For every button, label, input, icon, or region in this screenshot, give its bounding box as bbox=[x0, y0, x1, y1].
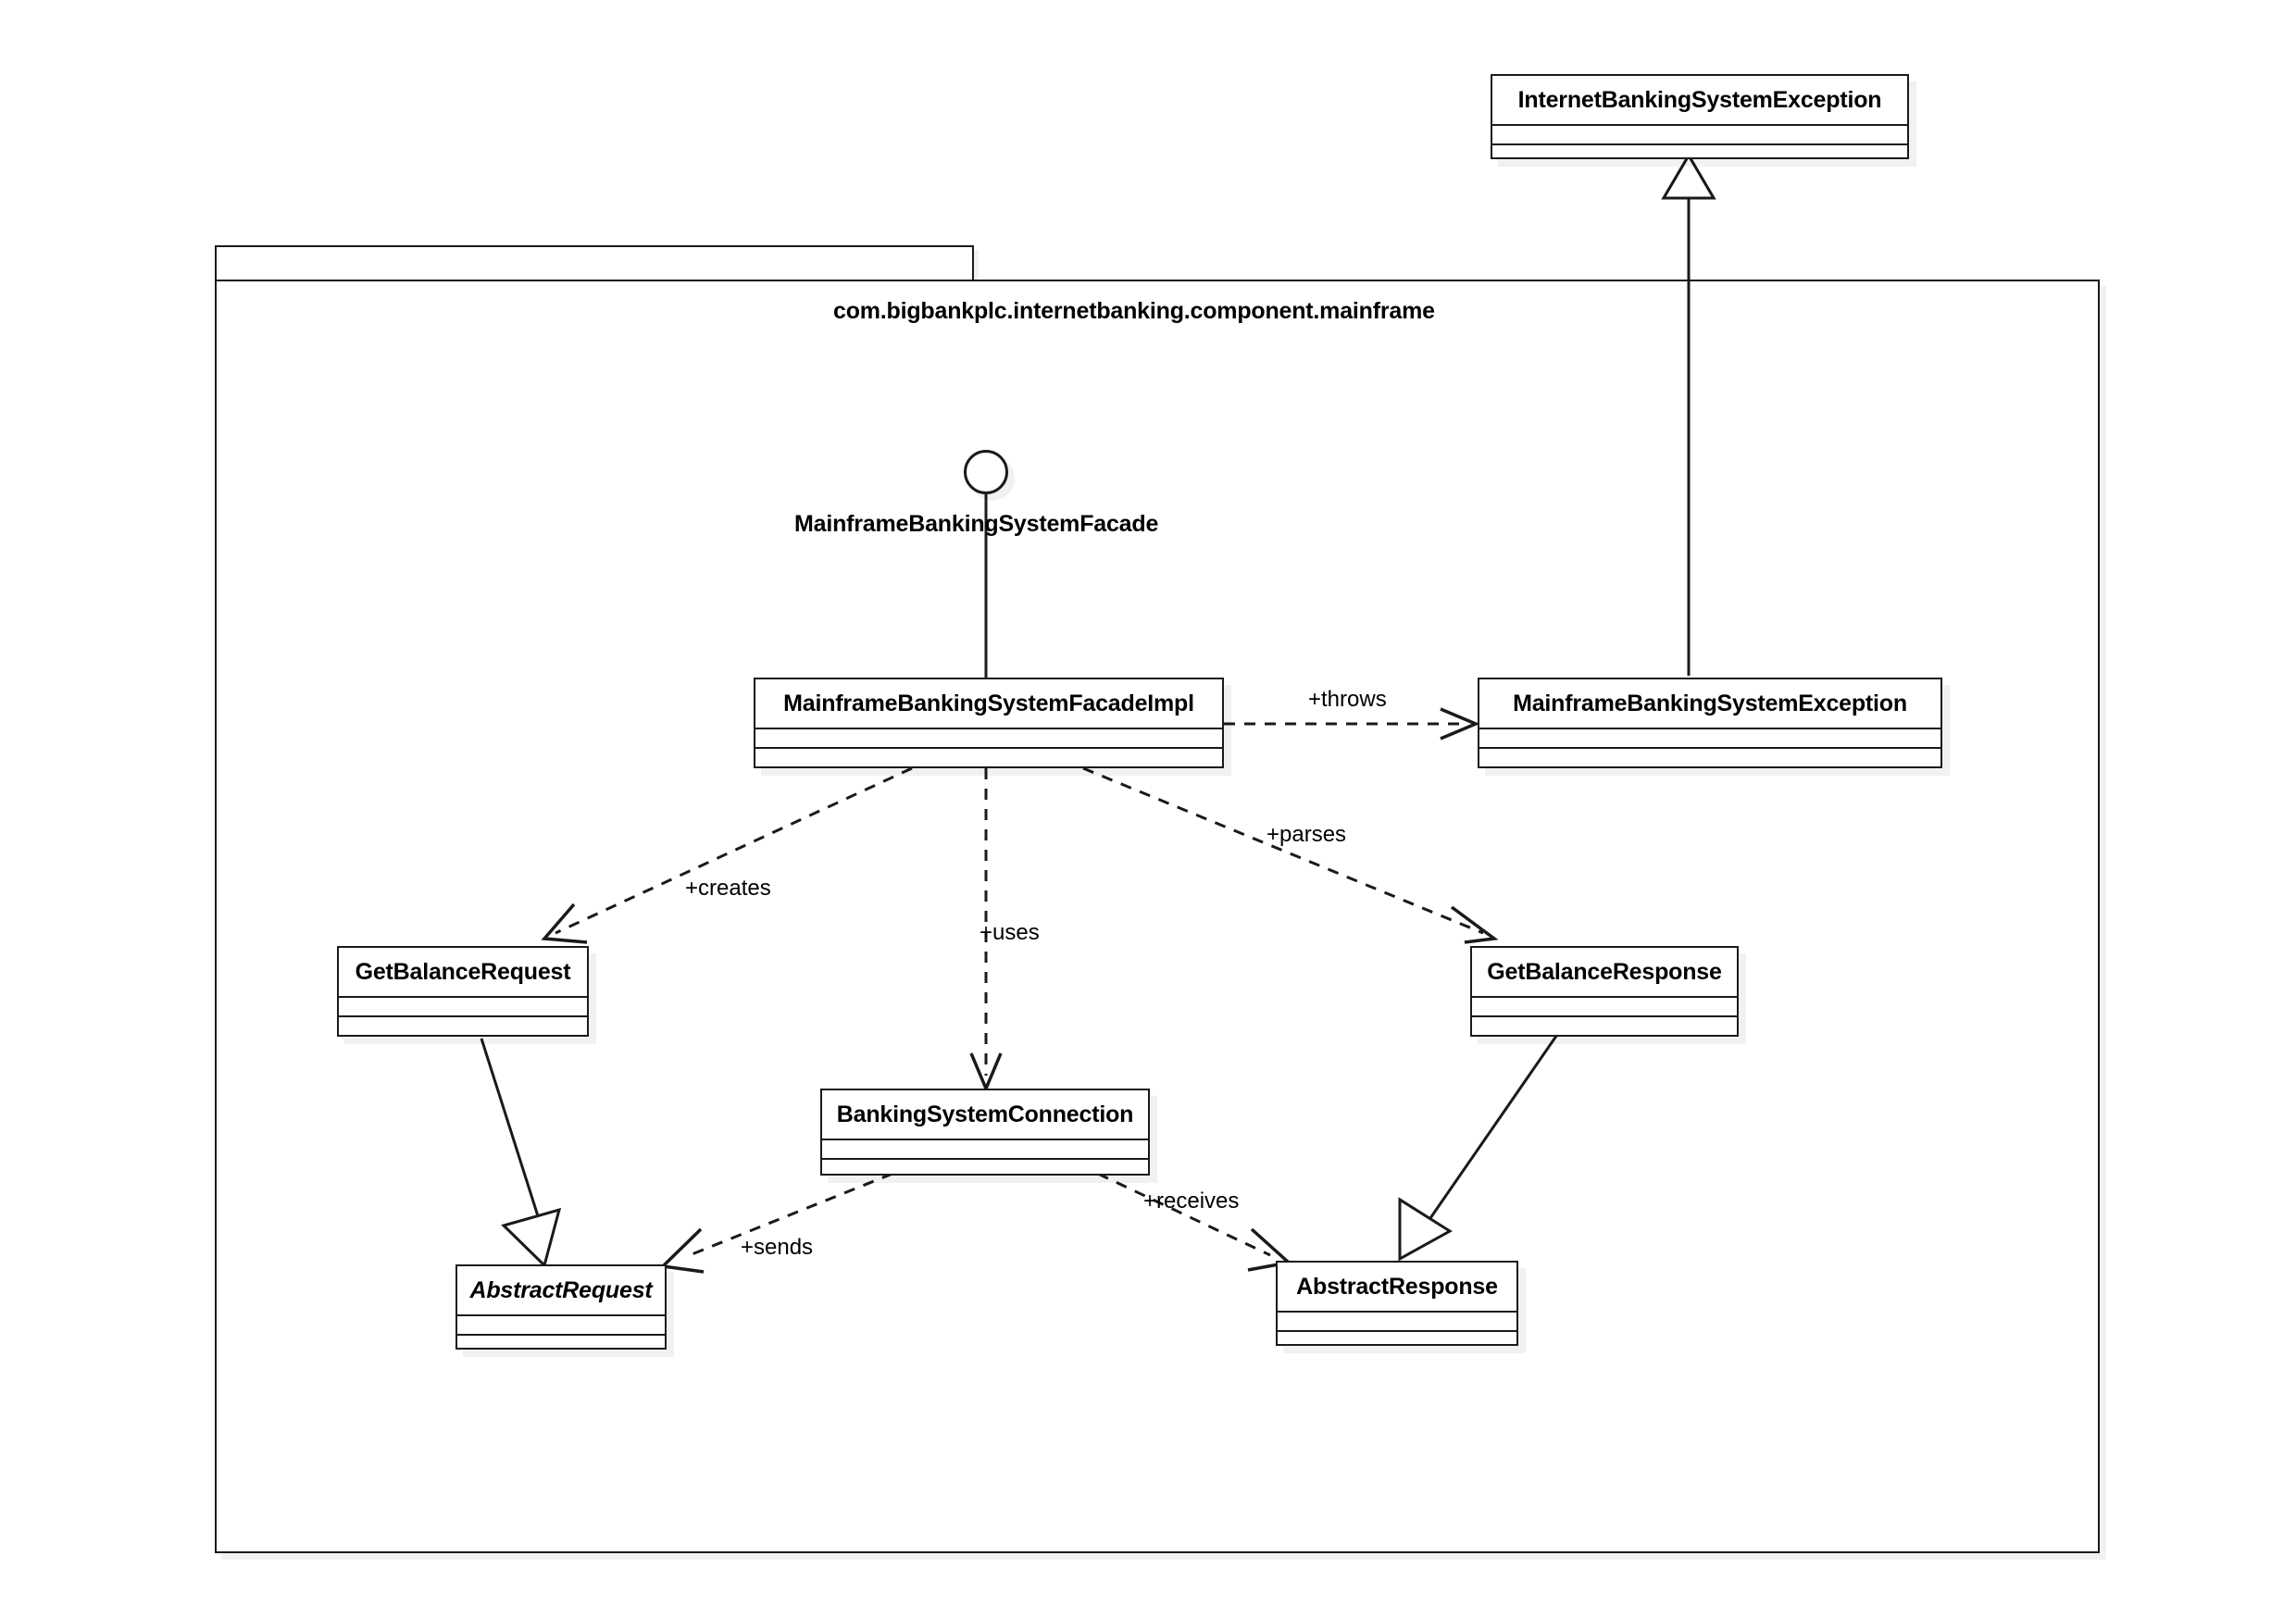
edge-label-sends: +sends bbox=[741, 1235, 814, 1260]
package-tab bbox=[215, 245, 974, 281]
interface-name-label: MainframeBankingSystemFacade bbox=[794, 511, 1159, 537]
class-name-compartment: MainframeBankingSystemFacadeImpl bbox=[755, 679, 1222, 729]
class-operations-compartment bbox=[1278, 1332, 1516, 1350]
class-get-balance-response[interactable]: GetBalanceResponse bbox=[1470, 946, 1739, 1037]
class-attributes-compartment bbox=[1278, 1313, 1516, 1332]
edge-label-uses: +uses bbox=[980, 920, 1040, 945]
edge-label-parses: +parses bbox=[1267, 822, 1347, 847]
class-name-compartment: InternetBankingSystemException bbox=[1492, 76, 1907, 126]
class-get-balance-request[interactable]: GetBalanceRequest bbox=[337, 946, 589, 1037]
class-internet-banking-system-exception[interactable]: InternetBankingSystemException bbox=[1491, 74, 1909, 159]
class-attributes-compartment bbox=[457, 1316, 665, 1336]
class-mainframe-banking-system-exception[interactable]: MainframeBankingSystemException bbox=[1478, 678, 1942, 768]
class-name-label: MainframeBankingSystemFacadeImpl bbox=[783, 690, 1194, 716]
class-abstract-response[interactable]: AbstractResponse bbox=[1276, 1261, 1518, 1346]
class-name-label: MainframeBankingSystemException bbox=[1513, 690, 1907, 716]
class-attributes-compartment bbox=[1492, 126, 1907, 145]
class-name-compartment: BankingSystemConnection bbox=[822, 1090, 1148, 1140]
class-attributes-compartment bbox=[822, 1140, 1148, 1160]
edge-label-receives: +receives bbox=[1143, 1189, 1240, 1214]
class-operations-compartment bbox=[1479, 749, 1940, 766]
package-body bbox=[215, 280, 2100, 1553]
class-attributes-compartment bbox=[1472, 998, 1737, 1017]
class-attributes-compartment bbox=[755, 729, 1222, 749]
class-attributes-compartment bbox=[1479, 729, 1940, 749]
class-name-label: AbstractRequest bbox=[469, 1276, 653, 1303]
package-name-label: com.bigbankplc.internetbanking.component… bbox=[833, 298, 1435, 324]
class-abstract-request[interactable]: AbstractRequest bbox=[455, 1264, 667, 1350]
class-attributes-compartment bbox=[339, 998, 587, 1017]
class-operations-compartment bbox=[822, 1160, 1148, 1177]
edge-label-throws: +throws bbox=[1308, 687, 1387, 712]
class-operations-compartment bbox=[457, 1336, 665, 1353]
class-operations-compartment bbox=[755, 749, 1222, 766]
edge-label-creates: +creates bbox=[685, 876, 771, 901]
class-name-label: AbstractResponse bbox=[1296, 1273, 1498, 1300]
class-banking-system-connection[interactable]: BankingSystemConnection bbox=[820, 1089, 1150, 1176]
class-operations-compartment bbox=[1492, 145, 1907, 163]
class-name-compartment: AbstractRequest bbox=[457, 1266, 665, 1316]
class-name-compartment: AbstractResponse bbox=[1278, 1263, 1516, 1313]
class-name-label: BankingSystemConnection bbox=[836, 1101, 1134, 1127]
class-operations-compartment bbox=[1472, 1017, 1737, 1035]
class-name-compartment: GetBalanceResponse bbox=[1472, 948, 1737, 998]
interface-lollipop-icon[interactable] bbox=[964, 450, 1008, 494]
class-mainframe-banking-system-facade-impl[interactable]: MainframeBankingSystemFacadeImpl bbox=[754, 678, 1224, 768]
class-operations-compartment bbox=[339, 1017, 587, 1035]
class-name-compartment: GetBalanceRequest bbox=[339, 948, 587, 998]
class-name-label: InternetBankingSystemException bbox=[1517, 86, 1882, 113]
class-name-label: GetBalanceResponse bbox=[1487, 958, 1722, 985]
class-name-label: GetBalanceRequest bbox=[355, 958, 571, 985]
class-name-compartment: MainframeBankingSystemException bbox=[1479, 679, 1940, 729]
